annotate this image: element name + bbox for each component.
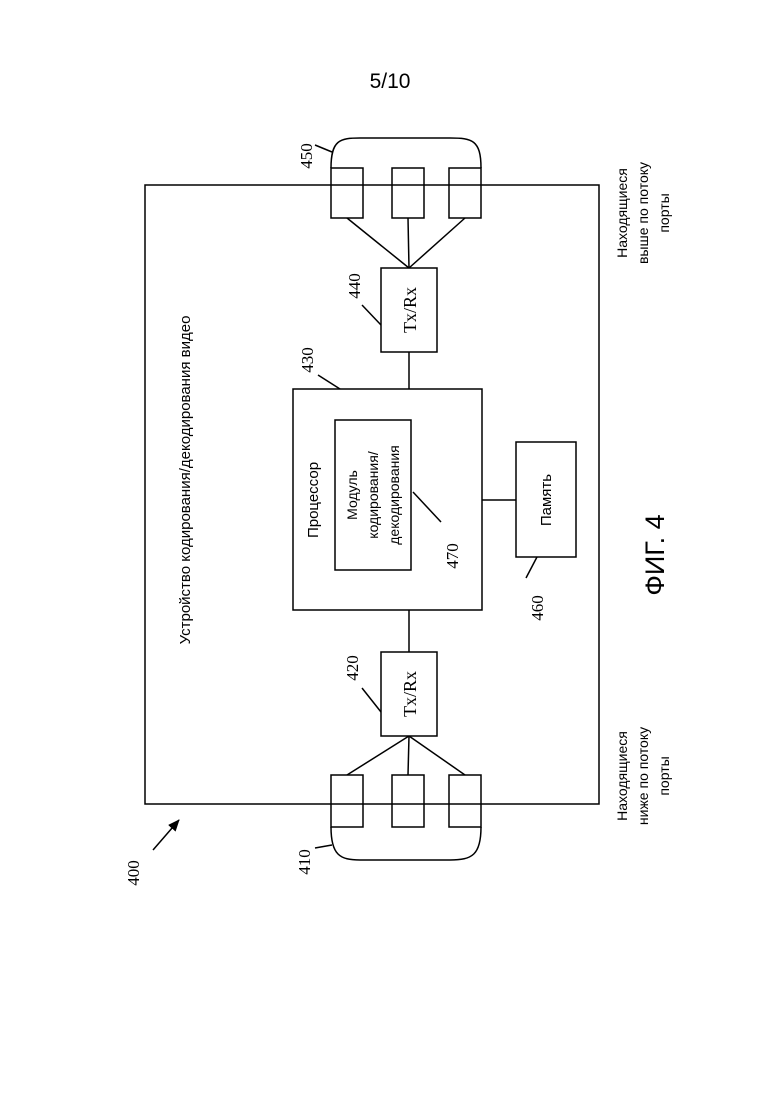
link-line bbox=[347, 736, 409, 775]
upstream-port-2 bbox=[392, 168, 424, 218]
upstream-brace bbox=[331, 138, 481, 168]
link-line bbox=[409, 218, 465, 268]
leader-line bbox=[526, 557, 537, 578]
downstream-port-3 bbox=[449, 775, 481, 827]
codec-module-label-line-2: кодирования/ bbox=[365, 451, 381, 539]
downstream-ports-label-line-2: ниже по потоку bbox=[635, 727, 651, 825]
upstream-ports-label-line-3: порты bbox=[656, 193, 672, 232]
leader-line bbox=[362, 688, 381, 712]
ref-400: 400 bbox=[124, 860, 143, 886]
link-line bbox=[347, 218, 409, 268]
leader-line bbox=[318, 375, 340, 389]
tx-rx-left-label: Tx/Rx bbox=[400, 671, 420, 717]
link-line bbox=[409, 736, 465, 775]
device-label: Устройство кодирования/декодирования вид… bbox=[177, 316, 194, 645]
device-arrow bbox=[153, 820, 179, 850]
codec-module-label-line-1: Модуль bbox=[344, 470, 360, 520]
ref-450: 450 bbox=[297, 143, 316, 169]
memory-label: Память bbox=[538, 474, 555, 526]
downstream-port-2 bbox=[392, 775, 424, 827]
leader-line bbox=[362, 305, 381, 325]
ref-440: 440 bbox=[345, 273, 364, 299]
ref-430: 430 bbox=[298, 347, 317, 373]
link-line bbox=[408, 736, 409, 775]
figure-caption: ФИГ. 4 bbox=[640, 514, 670, 595]
leader-line bbox=[315, 145, 332, 152]
upstream-port-1 bbox=[331, 168, 363, 218]
link-line bbox=[408, 218, 409, 268]
tx-rx-right-label: Tx/Rx bbox=[400, 287, 420, 333]
downstream-brace bbox=[331, 827, 481, 860]
upstream-port-3 bbox=[449, 168, 481, 218]
downstream-port-1 bbox=[331, 775, 363, 827]
processor-label: Процессор bbox=[305, 462, 322, 538]
codec-module-label-line-3: декодирования bbox=[386, 445, 402, 544]
leader-line bbox=[413, 492, 441, 522]
downstream-ports-label-line-1: Находящиеся bbox=[614, 731, 630, 821]
ref-420: 420 bbox=[343, 655, 362, 681]
ref-470: 470 bbox=[443, 543, 462, 569]
upstream-ports-label-line-2: выше по потоку bbox=[635, 162, 651, 264]
downstream-ports-label-line-3: порты bbox=[656, 756, 672, 795]
ref-410: 410 bbox=[295, 849, 314, 875]
leader-line bbox=[315, 845, 332, 848]
ref-460: 460 bbox=[528, 595, 547, 621]
upstream-ports-label-line-1: Находящиеся bbox=[614, 168, 630, 258]
